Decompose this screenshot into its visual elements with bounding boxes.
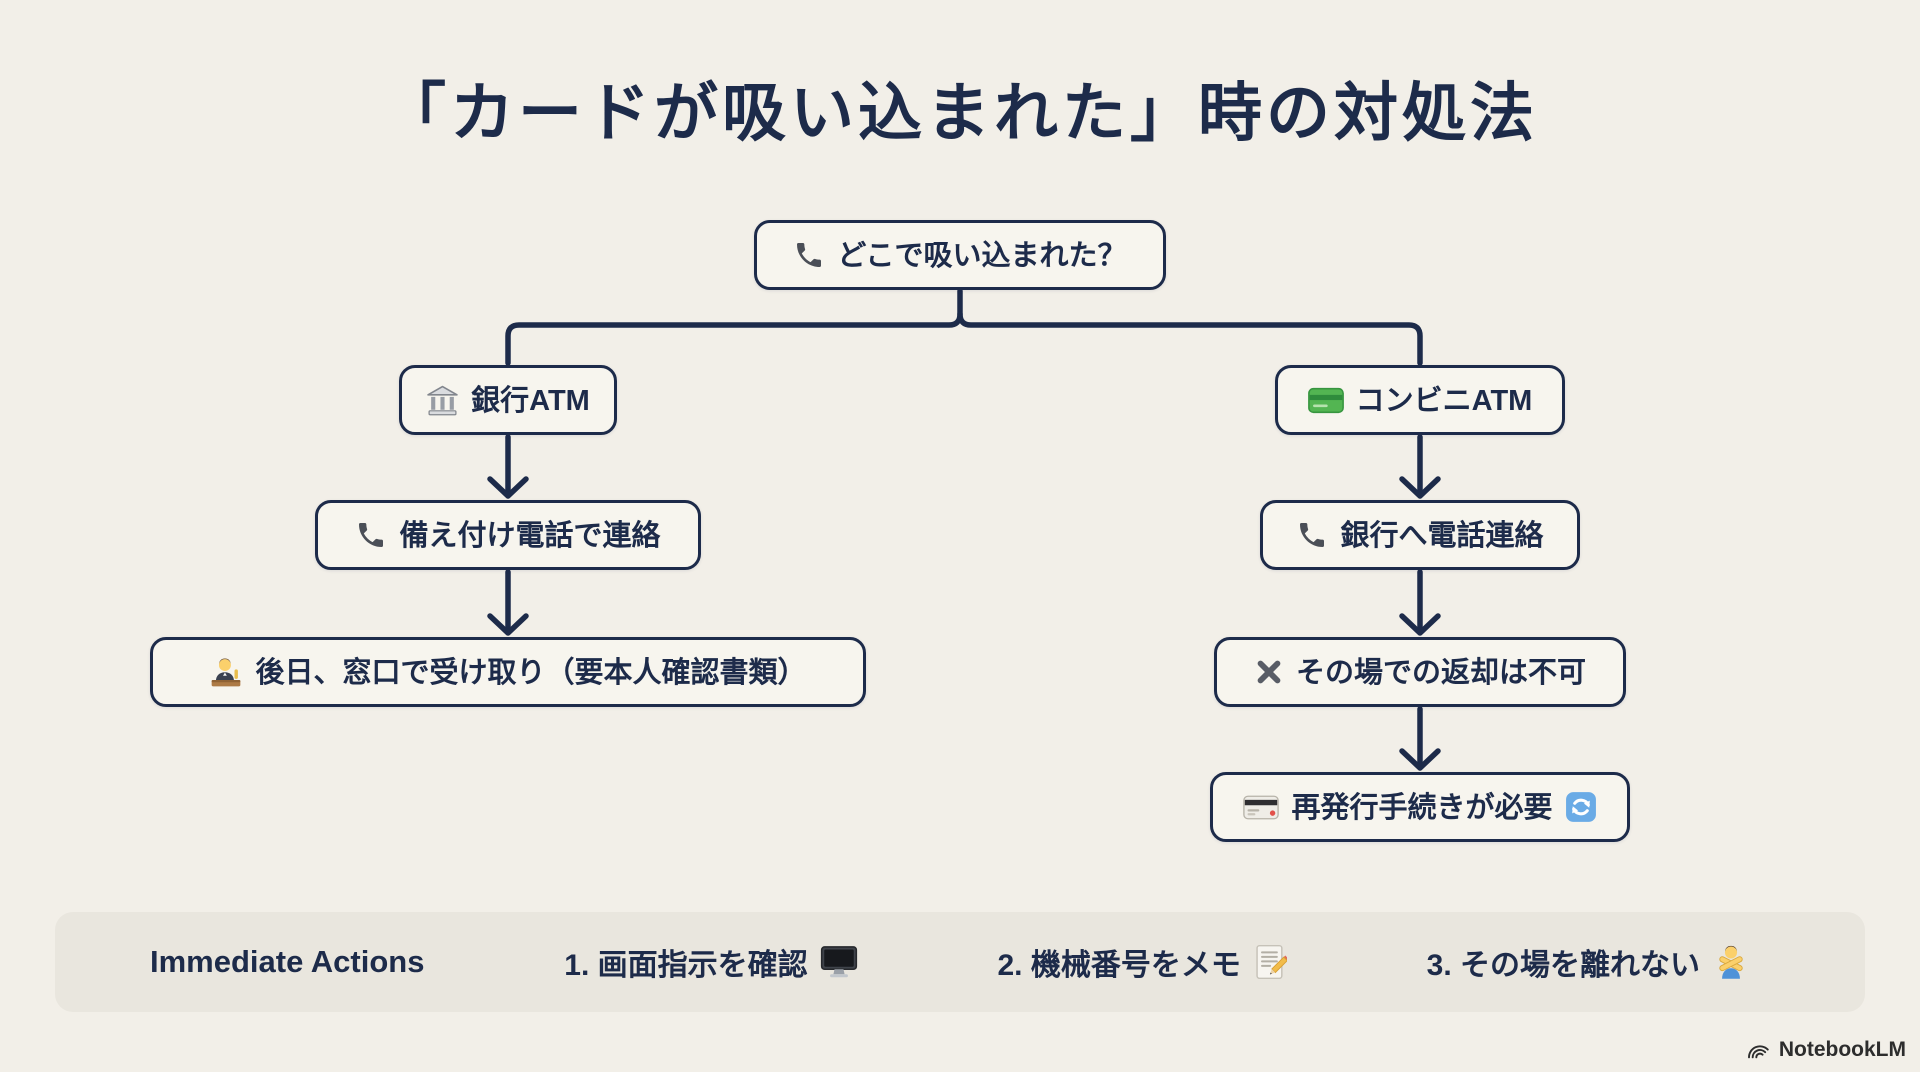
flow-node-no-return-label: その場での返却は不可 [1295, 656, 1586, 689]
flow-node-bank-atm-label: 銀行ATM [471, 384, 590, 417]
flow-node-reissue-label: 再発行手続きが必要 [1291, 791, 1553, 824]
action-item-stay-put-label: 3. その場を離れない [1426, 949, 1700, 982]
notebooklm-brand-label: NotebookLM [1778, 1038, 1906, 1061]
flow-node-bank-atm: 銀行ATM [399, 365, 617, 435]
refresh-icon [1565, 791, 1597, 823]
memo-icon [1253, 944, 1287, 980]
flow-node-root: どこで吸い込まれた？ [754, 220, 1166, 290]
notebooklm-brand: NotebookLM [1747, 1038, 1906, 1062]
flow-node-counter-pickup: 後日、窓口で受け取り（要本人確認書類） [150, 637, 866, 707]
credit-card-icon [1243, 794, 1280, 821]
action-item-note-machine-number-label: 2. 機械番号をメモ [997, 949, 1241, 982]
flow-node-convenience-atm-label: コンビニATM [1355, 384, 1533, 417]
phone-receiver-icon [355, 519, 387, 551]
immediate-actions-heading: Immediate Actions [150, 944, 425, 979]
flow-node-reissue: 再発行手続きが必要 [1210, 772, 1630, 842]
flow-node-counter-pickup-label: 後日、窓口で受け取り（要本人確認書類） [255, 656, 807, 689]
flow-node-onsite-phone: 備え付け電話で連絡 [315, 500, 701, 570]
action-item-stay-put: 3. その場を離れない [1427, 940, 1750, 984]
action-item-check-screen: 1. 画面指示を確認 [564, 940, 857, 984]
flow-node-root-label: どこで吸い込まれた？ [837, 239, 1127, 272]
cross-mark-icon [1254, 657, 1284, 687]
flow-node-convenience-atm: コンビニATM [1275, 365, 1565, 435]
notebooklm-logo-icon [1747, 1039, 1772, 1061]
green-card-icon [1307, 387, 1344, 414]
flow-node-no-return: その場での返却は不可 [1214, 637, 1626, 707]
action-item-note-machine-number: 2. 機械番号をメモ [997, 940, 1287, 984]
clerk-at-counter-icon [209, 655, 243, 689]
no-gesture-icon [1712, 943, 1750, 981]
flow-node-onsite-phone-label: 備え付け電話で連絡 [399, 519, 661, 552]
action-item-check-screen-label: 1. 画面指示を確認 [564, 949, 808, 982]
flow-node-call-bank: 銀行へ電話連絡 [1260, 500, 1580, 570]
monitor-icon [820, 945, 858, 979]
diagram-title: 「カードが吸い込まれた」時の対処法 [382, 77, 1538, 149]
phone-receiver-icon [1296, 519, 1328, 551]
phone-receiver-icon [793, 239, 825, 271]
flow-node-call-bank-label: 銀行へ電話連絡 [1340, 519, 1544, 552]
immediate-actions-bar: Immediate Actions 1. 画面指示を確認 2. 機械番号をメモ [55, 912, 1865, 1012]
bank-icon [426, 384, 459, 417]
